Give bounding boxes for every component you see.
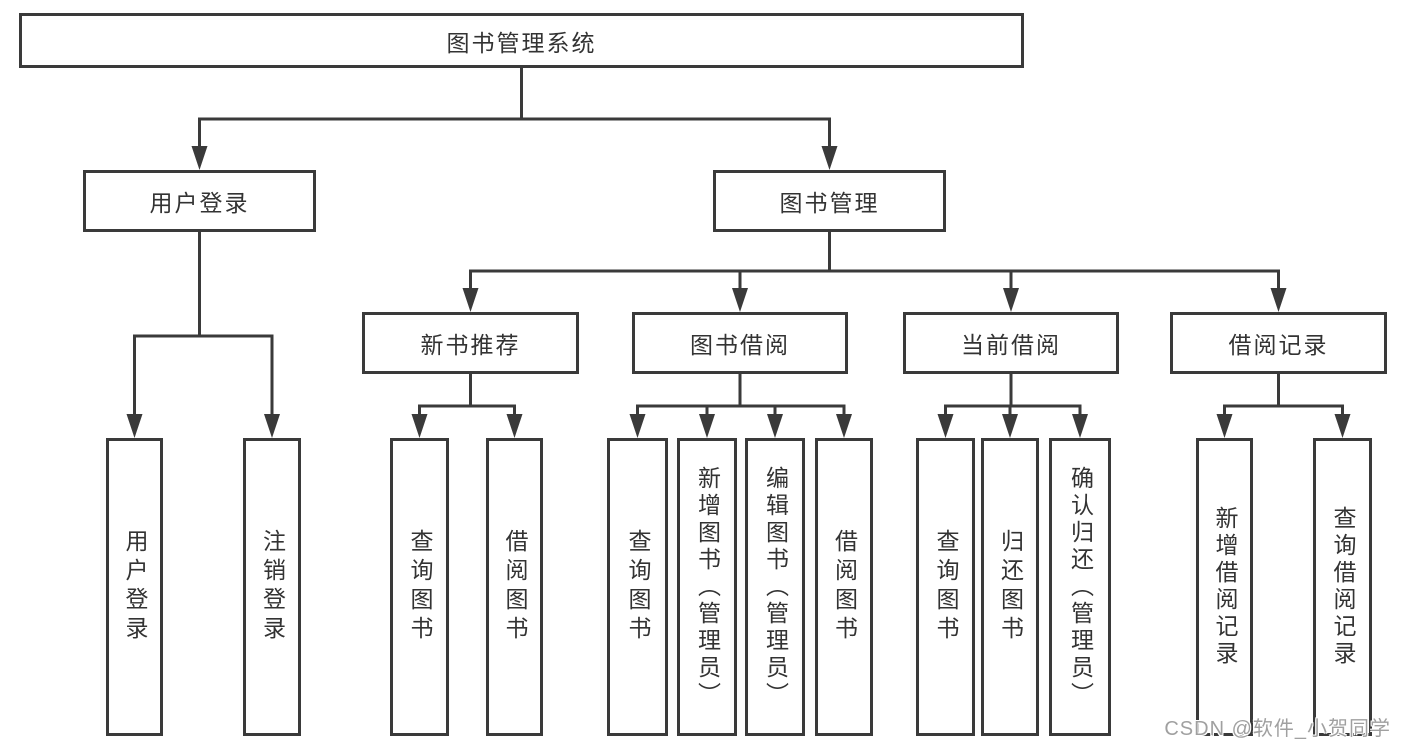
leaf-query-books-current: 查询图书 — [916, 438, 975, 736]
leaf-label: 借阅图书 — [502, 529, 528, 645]
node-label: 用户登录 — [149, 190, 250, 216]
leaf-query-books-borrowing: 查询图书 — [607, 438, 668, 736]
leaf-label: 借阅图书 — [831, 529, 858, 645]
leaf-label: 编辑图书（管理员） — [762, 465, 789, 709]
node-label: 图书管理 — [779, 190, 880, 216]
leaf-query-borrow-record: 查询借阅记录 — [1313, 438, 1372, 736]
node-label: 图书借阅 — [690, 332, 790, 358]
leaf-return-books: 归还图书 — [981, 438, 1039, 736]
node-label: 借阅记录 — [1228, 332, 1329, 358]
leaf-add-books-admin: 新增图书（管理员） — [677, 438, 737, 736]
leaf-label: 查询图书 — [625, 529, 651, 645]
leaf-logout: 注销登录 — [243, 438, 301, 736]
node-new-book-recommend: 新书推荐 — [362, 312, 579, 374]
node-book-management: 图书管理 — [713, 170, 946, 232]
node-user-login: 用户登录 — [83, 170, 316, 232]
leaf-label: 归还图书 — [997, 529, 1024, 645]
leaf-query-books-recommend: 查询图书 — [390, 438, 449, 736]
leaf-edit-books-admin: 编辑图书（管理员） — [745, 438, 805, 736]
leaf-label: 注销登录 — [259, 529, 286, 645]
watermark: CSDN @软件_小贺同学 — [1164, 718, 1391, 740]
leaf-borrow-books-recommend: 借阅图书 — [486, 438, 543, 736]
leaf-confirm-return-admin: 确认归还（管理员） — [1049, 438, 1111, 736]
leaf-label: 查询图书 — [407, 529, 433, 645]
leaf-label: 查询图书 — [933, 529, 959, 645]
node-label: 新书推荐 — [420, 332, 521, 358]
node-label: 图书管理系统 — [446, 29, 597, 56]
leaf-label: 查询借阅记录 — [1330, 506, 1356, 668]
leaf-borrow-books: 借阅图书 — [815, 438, 873, 736]
node-book-borrowing: 图书借阅 — [632, 312, 848, 374]
node-current-borrowing: 当前借阅 — [903, 312, 1119, 374]
leaf-label: 确认归还（管理员） — [1067, 465, 1094, 709]
node-label: 当前借阅 — [961, 332, 1061, 358]
node-borrowing-records: 借阅记录 — [1170, 312, 1387, 374]
leaf-label: 新增借阅记录 — [1212, 506, 1238, 668]
leaf-add-borrow-record: 新增借阅记录 — [1196, 438, 1253, 736]
leaf-label: 用户登录 — [122, 529, 148, 645]
leaf-user-login: 用户登录 — [106, 438, 163, 736]
leaf-label: 新增图书（管理员） — [694, 465, 721, 709]
node-library-management-system: 图书管理系统 — [19, 13, 1024, 68]
